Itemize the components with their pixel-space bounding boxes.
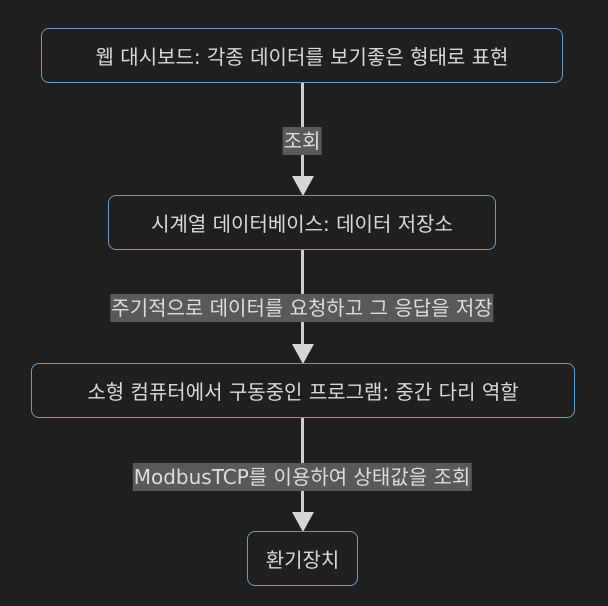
edge-1-arrowhead-icon [292,176,314,196]
edge-3-arrowhead-icon [292,512,314,532]
node-bridge-program: 소형 컴퓨터에서 구동중인 프로그램: 중간 다리 역할 [31,363,575,418]
edge-2-arrowhead-icon [292,344,314,364]
edge-3-label: ModbusTCP를 이용하여 상태값을 조회 [132,463,472,491]
node-ventilator: 환기장치 [247,531,358,586]
node-timeseries-db: 시계열 데이터베이스: 데이터 저장소 [108,195,496,250]
edge-2-label: 주기적으로 데이터를 요청하고 그 응답을 저장 [110,294,494,322]
edge-1-label: 조회 [282,127,322,155]
node-web-dashboard: 웹 대시보드: 각종 데이터를 보기좋은 형태로 표현 [41,28,563,83]
